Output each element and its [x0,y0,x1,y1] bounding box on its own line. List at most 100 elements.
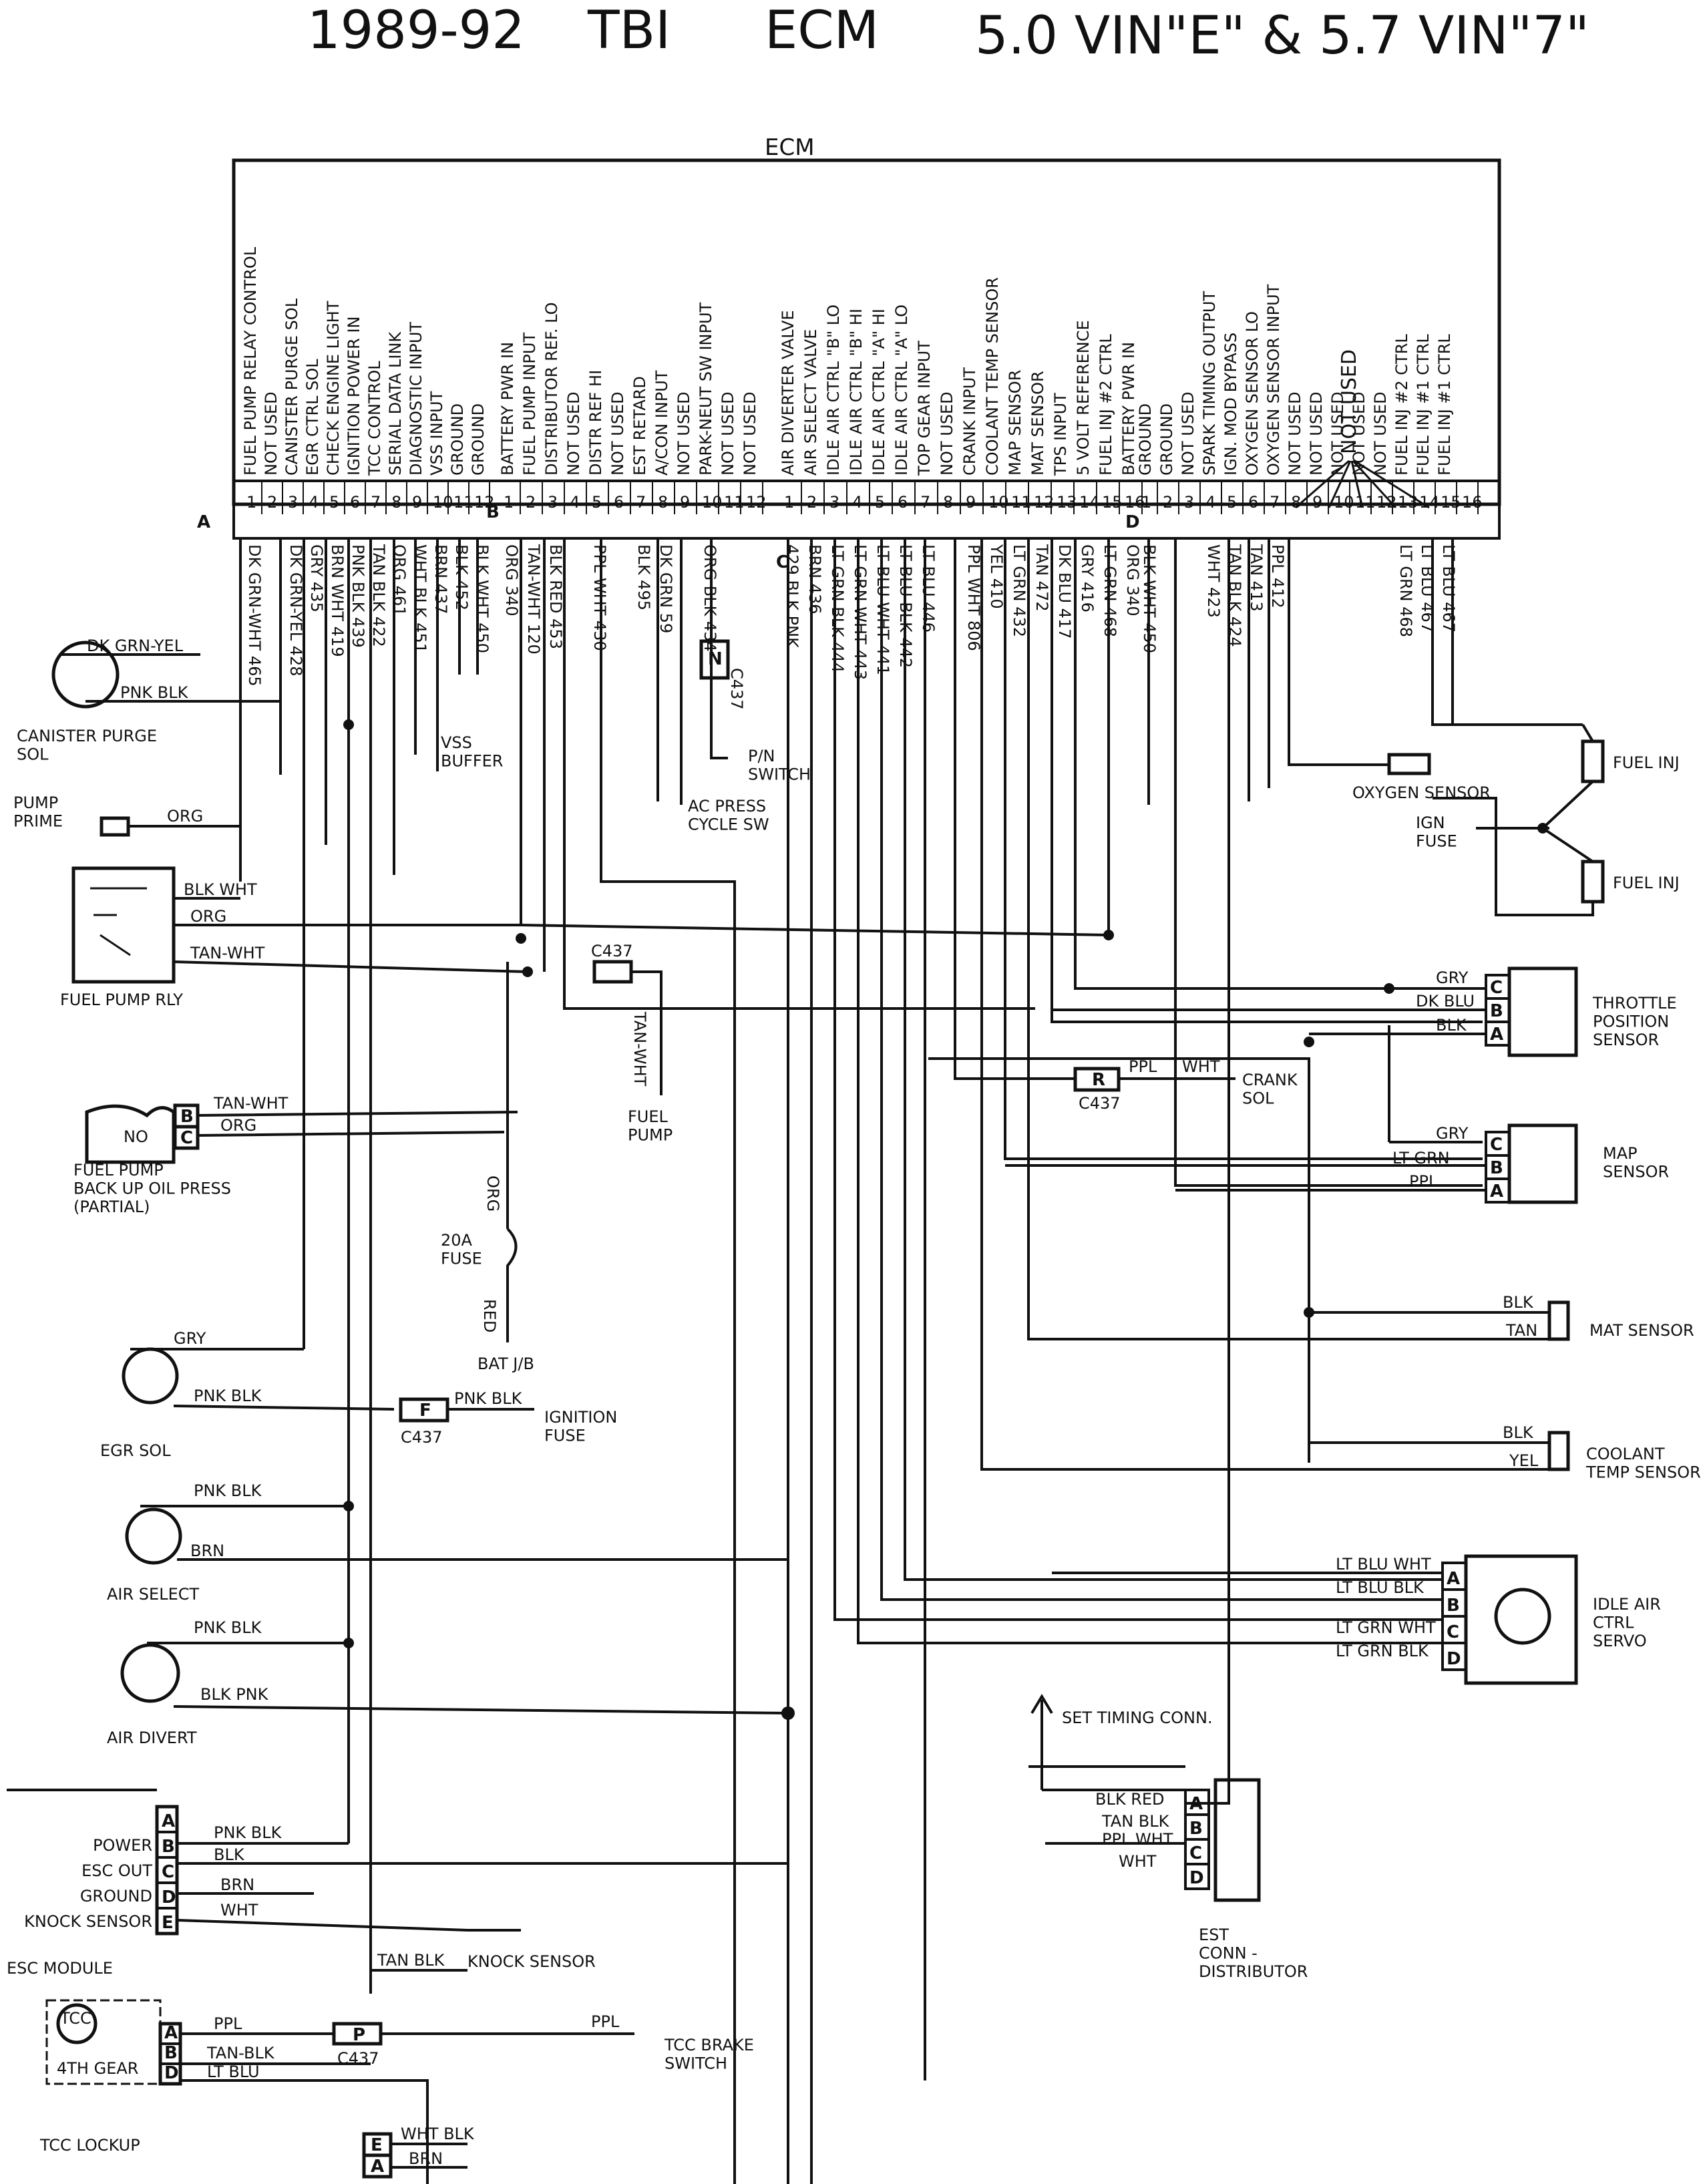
park-neut-pin-text: N [708,649,723,669]
esc-pin-letter: D [162,1887,176,1907]
ecm-pin-a-wire: DK GRN-WHT 465 [245,544,264,687]
title-engines: 5.0 VIN"E" & 5.7 VIN"7" [975,6,1589,66]
ecm-pin-c-number: 2 [807,493,817,512]
est-body [1213,1778,1261,1902]
wire-c11 [1004,538,1483,1160]
fuse-wire-in: ORG [484,1175,502,1212]
ecm-pin-a-wire: BRN WHT 419 [328,544,347,657]
ecm-pin-d-number: 4 [1205,493,1215,512]
ecm-pin-c-function: MAP SENSOR [1006,370,1024,476]
wire-mat-bus [928,1057,1310,1463]
ecm-pin-a-number: 2 [267,493,277,512]
ecm-pin-a-function: CHECK ENGINE LIGHT [324,301,343,476]
ecm-pin-a-function: TCC CONTROL [365,361,384,476]
map-gry-wire [1388,1025,1483,1143]
c437-pin-p [332,2022,383,2046]
pump-prime-terminal [100,816,130,837]
relay-wire-org: ORG [190,907,226,926]
est-pin-letter: B [1189,1819,1203,1839]
ecm-pin-c-wire: DK BLU 417 [1055,544,1074,639]
knock-wires [371,1929,521,1972]
ign-fuse-wire-label: PNK BLK [454,1389,523,1408]
tcc-wires [180,2032,634,2184]
ecm-pin-c-number: 6 [898,493,908,512]
not-used-leaders [1295,460,1430,509]
ecm-pin-a-wire: GRY 435 [307,544,326,612]
ecm-pin-b-function: DISTR REF HI [586,370,605,476]
ecm-pin-c-function: BATTERY PWR IN [1119,342,1138,476]
ecm-pin-a-number: 3 [288,493,298,512]
connector-d-label: D [1125,512,1140,532]
ecm-pin-d-function: NOT USED [1328,391,1347,476]
esc-pin-letter: C [162,1862,174,1882]
ecm-pin-c-function: TOP GEAR INPUT [915,341,934,476]
ecm-pin-d-number: 13 [1398,493,1418,512]
coolant-wire-blk: BLK [1503,1423,1534,1442]
c437-label-1: C437 [591,942,633,960]
wire-inj2 [1431,538,1583,726]
est-wire-c: PPL WHT [1102,1830,1173,1849]
ecm-pin-c-number: 15 [1102,493,1123,512]
c437-pin-f-text: F [419,1401,431,1421]
egr-wire-gry: GRY [174,1329,206,1348]
ecm-pin-a-function: NOT USED [262,391,280,476]
set-timing: SET TIMING CONN. [1030,1694,1213,1727]
ecm-pin-b-function: A/CON INPUT [652,370,671,476]
ecm-pin-a-number: 8 [391,493,401,512]
wire-c12 [1027,538,1483,1340]
map-pin-letter: C [1490,1135,1503,1155]
backup-pin-b-text: B [180,1107,194,1127]
ecm-pin-a-function: GROUND [469,403,488,476]
est-wire-a: BLK RED [1095,1790,1165,1809]
backup-pin-c [173,1125,200,1150]
junction-dot [1304,1037,1314,1047]
tps-pin-group: CBA [1485,974,1511,1047]
ecm-pin-d-function: NOT USED [1286,391,1304,476]
junction-dot [522,966,533,977]
junction-dots [343,719,1548,1720]
air-select-wires [140,1505,788,1561]
ecm-pin-b-function: EST RETARD [630,376,649,476]
iac-pin-letter: A [1447,1569,1460,1589]
air-select-wire-pnk: PNK BLK [194,1481,262,1500]
ecm-pin-d-number: 6 [1248,493,1258,512]
ecm-pin-a-function: FUEL PUMP RELAY CONTROL [241,246,260,476]
esc-pin-letter: B [162,1837,175,1857]
ecm-pin-a-number: 5 [329,493,339,512]
ecm-pin-d-function: FUEL INJ #1 CTRL [1435,334,1454,476]
ecm-pin-b-function: NOT USED [564,391,583,476]
esc-wire-d: BRN [220,1875,254,1894]
fuel-inj-label-2: FUEL INJ [1613,874,1680,892]
ecm-pin-c-number: 16 [1125,493,1145,512]
park-neut-pin [699,639,730,680]
wire-c9 [954,538,1075,1080]
ecm-pin-b-wire: BLK 495 [634,544,653,610]
iac-wire-a: LT BLU WHT [1336,1555,1431,1574]
ecm-pin-c-function: AIR DIVERTER VALVE [779,310,797,476]
egr-sol-label: EGR SOL [100,1441,171,1460]
ecm-pin-b-number: 2 [526,493,536,512]
ecm-pin-d-number: 14 [1419,493,1440,512]
tps-pin-letter: A [1490,1025,1503,1045]
fuse-wire-out: RED [480,1299,499,1332]
air-select-wire-brn: BRN [190,1541,224,1560]
crank-wire-wht: WHT [1182,1057,1220,1076]
ecm-pin-c-function: CRANK INPUT [960,367,979,476]
ecm-pin-a-wire: TAN BLK 422 [369,544,388,647]
c437-pin-p-text: P [353,2025,365,2045]
ecm-pin-d-number: 11 [1355,493,1376,512]
air-divert-coil [120,1643,180,1703]
iac-pin-box [1441,1642,1467,1671]
ecm-pin-c-wire: PPL WHT 806 [964,544,983,651]
ecm-pin-b-number: 8 [658,493,668,512]
